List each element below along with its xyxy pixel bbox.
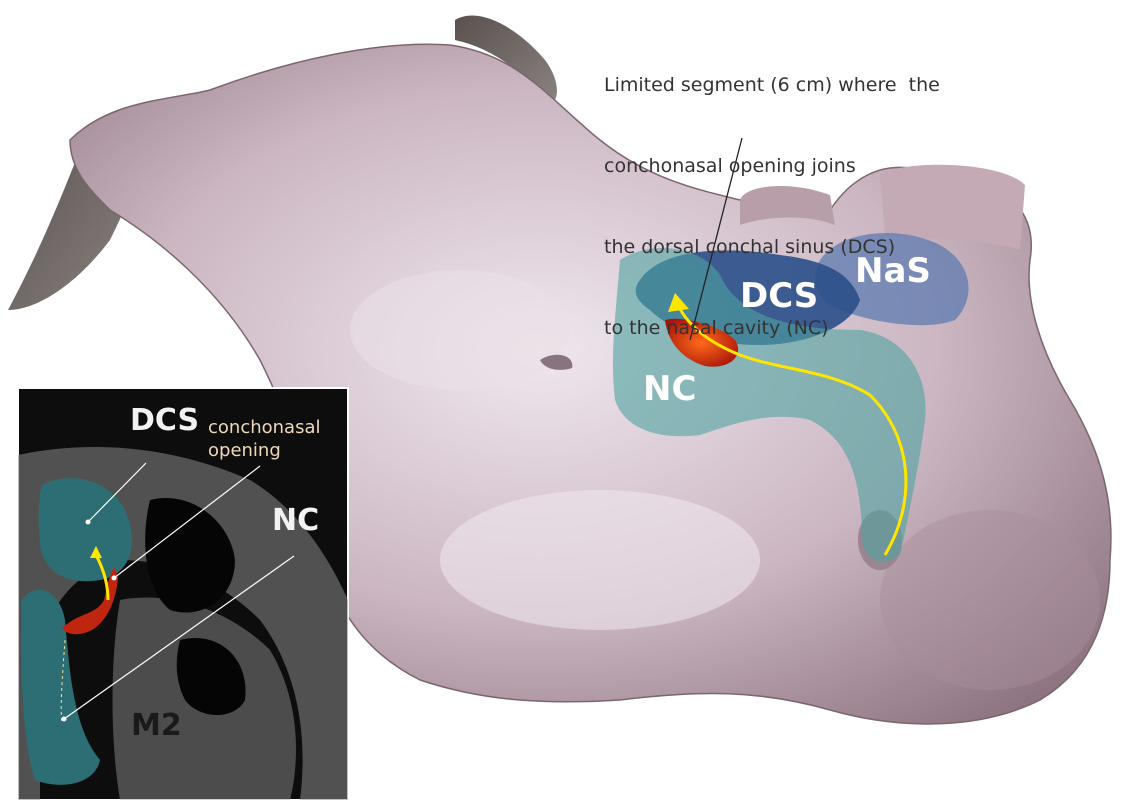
annotation-line-2: conchonasal opening joins — [604, 153, 1024, 180]
inset-label-nc: NC — [272, 503, 319, 538]
inset-label-opening-line1: conchonasal — [208, 417, 320, 438]
annotation-line-1: Limited segment (6 cm) where the — [604, 72, 1024, 99]
annotation-line-4: to the nasal cavity (NC) — [604, 315, 1024, 342]
inset-label-opening-line2: opening — [208, 440, 281, 461]
label-nc: NC — [643, 369, 696, 409]
annotation-caption: Limited segment (6 cm) where the conchon… — [604, 18, 1024, 369]
annotation-line-3: the dorsal conchal sinus (DCS) — [604, 234, 1024, 261]
inset-label-m2: M2 — [131, 708, 182, 743]
ct-inset: DCS conchonasal opening NC M2 — [18, 388, 348, 800]
inset-label-dcs: DCS — [130, 403, 199, 438]
